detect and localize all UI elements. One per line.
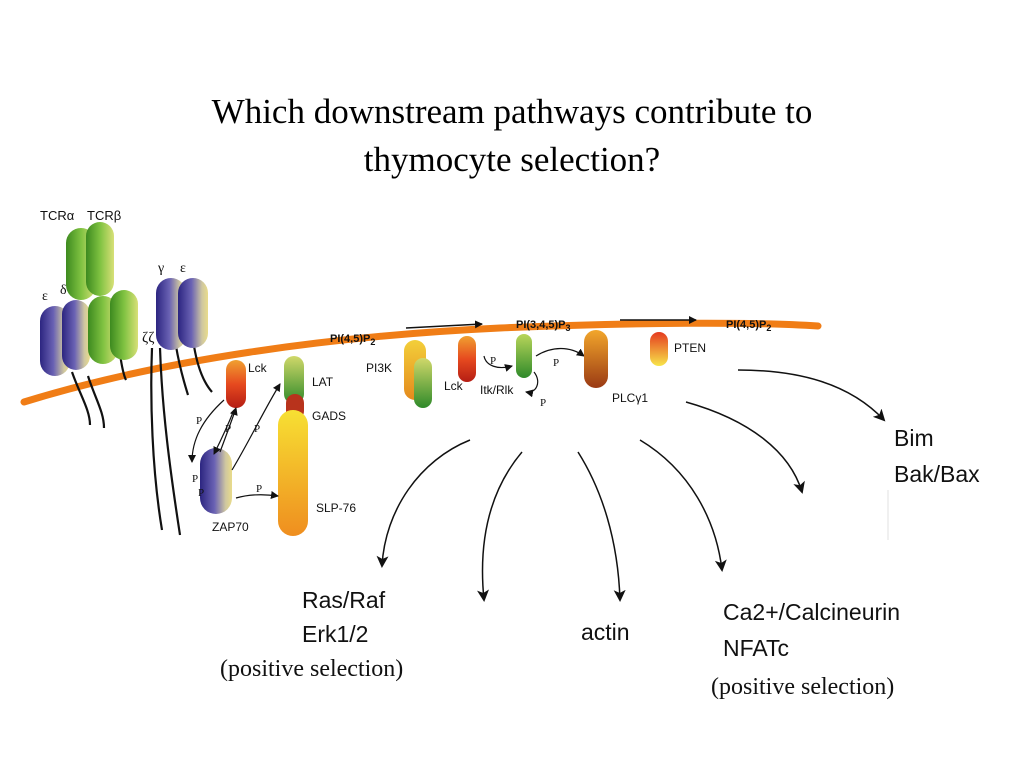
slide-title: Which downstream pathways contribute to … [0, 88, 1024, 184]
zap70-label: ZAP70 [212, 520, 249, 534]
phospho-label-5: P [198, 487, 204, 499]
ras-raf-label: Ras/Raf [302, 587, 386, 613]
cd3-gamma-epsilon [156, 278, 208, 350]
plasma-membrane [20, 319, 822, 406]
zeta-zeta-label: ζζ [142, 330, 154, 346]
arrow-to-actin [577, 451, 626, 602]
positive-selection-left: (positive selection) [220, 656, 403, 682]
lipid-conversion-arrows [405, 316, 697, 329]
epsilon-left-label: ε [42, 289, 48, 304]
tcr-alpha-label: TCRα [40, 208, 75, 223]
phospho-label-7: P [490, 355, 496, 367]
arrow-to-calcineurin [639, 439, 727, 572]
calcineurin-label: Ca2+/Calcineurin [723, 599, 900, 625]
tcr-beta-label: TCRβ [87, 208, 121, 223]
gamma-label: γ [157, 261, 164, 276]
arrow-to-bim [737, 369, 886, 422]
lck-2-protein [458, 336, 476, 382]
actin-label: actin [581, 619, 630, 645]
phospho-label-6: P [256, 483, 262, 495]
erk-label: Erk1/2 [302, 621, 368, 647]
phospho-label-9: P [553, 357, 559, 369]
phospho-label-3: P [254, 423, 260, 435]
lipid-pi45p2-right: PI(4,5)P2 [726, 319, 771, 333]
lat-protein [284, 356, 304, 404]
pi3k-label: PI3K [366, 361, 392, 375]
positive-selection-right: (positive selection) [711, 674, 894, 700]
itk-phospho-arrows [483, 347, 585, 398]
lipid-pi45p2-left: PI(4,5)P2 [330, 333, 375, 347]
title-line-1: Which downstream pathways contribute to [211, 92, 813, 131]
lat-label: LAT [312, 375, 334, 389]
lck-1-label: Lck [248, 361, 268, 375]
phospho-label-2: P [225, 423, 231, 435]
itk-rlk-protein [516, 334, 532, 378]
phospho-label-4: P [192, 473, 198, 485]
plcg1-label: PLCγ1 [612, 391, 648, 405]
arrow-to-ras [376, 439, 471, 568]
bim-label: Bim [894, 425, 934, 451]
phospho-arrows-proximal [188, 383, 281, 499]
phospho-label-1: P [196, 415, 202, 427]
plcg1-protein [584, 330, 608, 388]
pi3k-protein [404, 340, 432, 408]
pten-protein [650, 332, 668, 366]
downstream-arrows [376, 369, 886, 602]
gads-label: GADS [312, 409, 346, 423]
title-line-2: thymocyte selection? [363, 140, 661, 179]
phospho-label-8: P [540, 397, 546, 409]
epsilon-right-label: ε [180, 261, 186, 276]
tcr-alpha-beta [66, 222, 138, 364]
lck-2-label: Lck [444, 379, 464, 393]
arrow-to-nfatc [685, 401, 805, 494]
lipid-pi345p3: PI(3,4,5)P3 [516, 319, 571, 333]
receptor-tails [70, 345, 213, 536]
zap70-protein [200, 448, 232, 514]
nfatc-label: NFATc [723, 635, 789, 661]
delta-label: δ [60, 283, 67, 298]
slp76-label: SLP-76 [316, 501, 356, 515]
cd3-epsilon-delta [40, 300, 90, 376]
bak-bax-label: Bak/Bax [894, 461, 980, 487]
pten-label: PTEN [674, 341, 706, 355]
itk-rlk-label: Itk/Rlk [480, 383, 514, 397]
slp76-protein [278, 410, 308, 536]
arrow-to-erk [477, 451, 523, 602]
lck-1-protein [226, 360, 246, 408]
